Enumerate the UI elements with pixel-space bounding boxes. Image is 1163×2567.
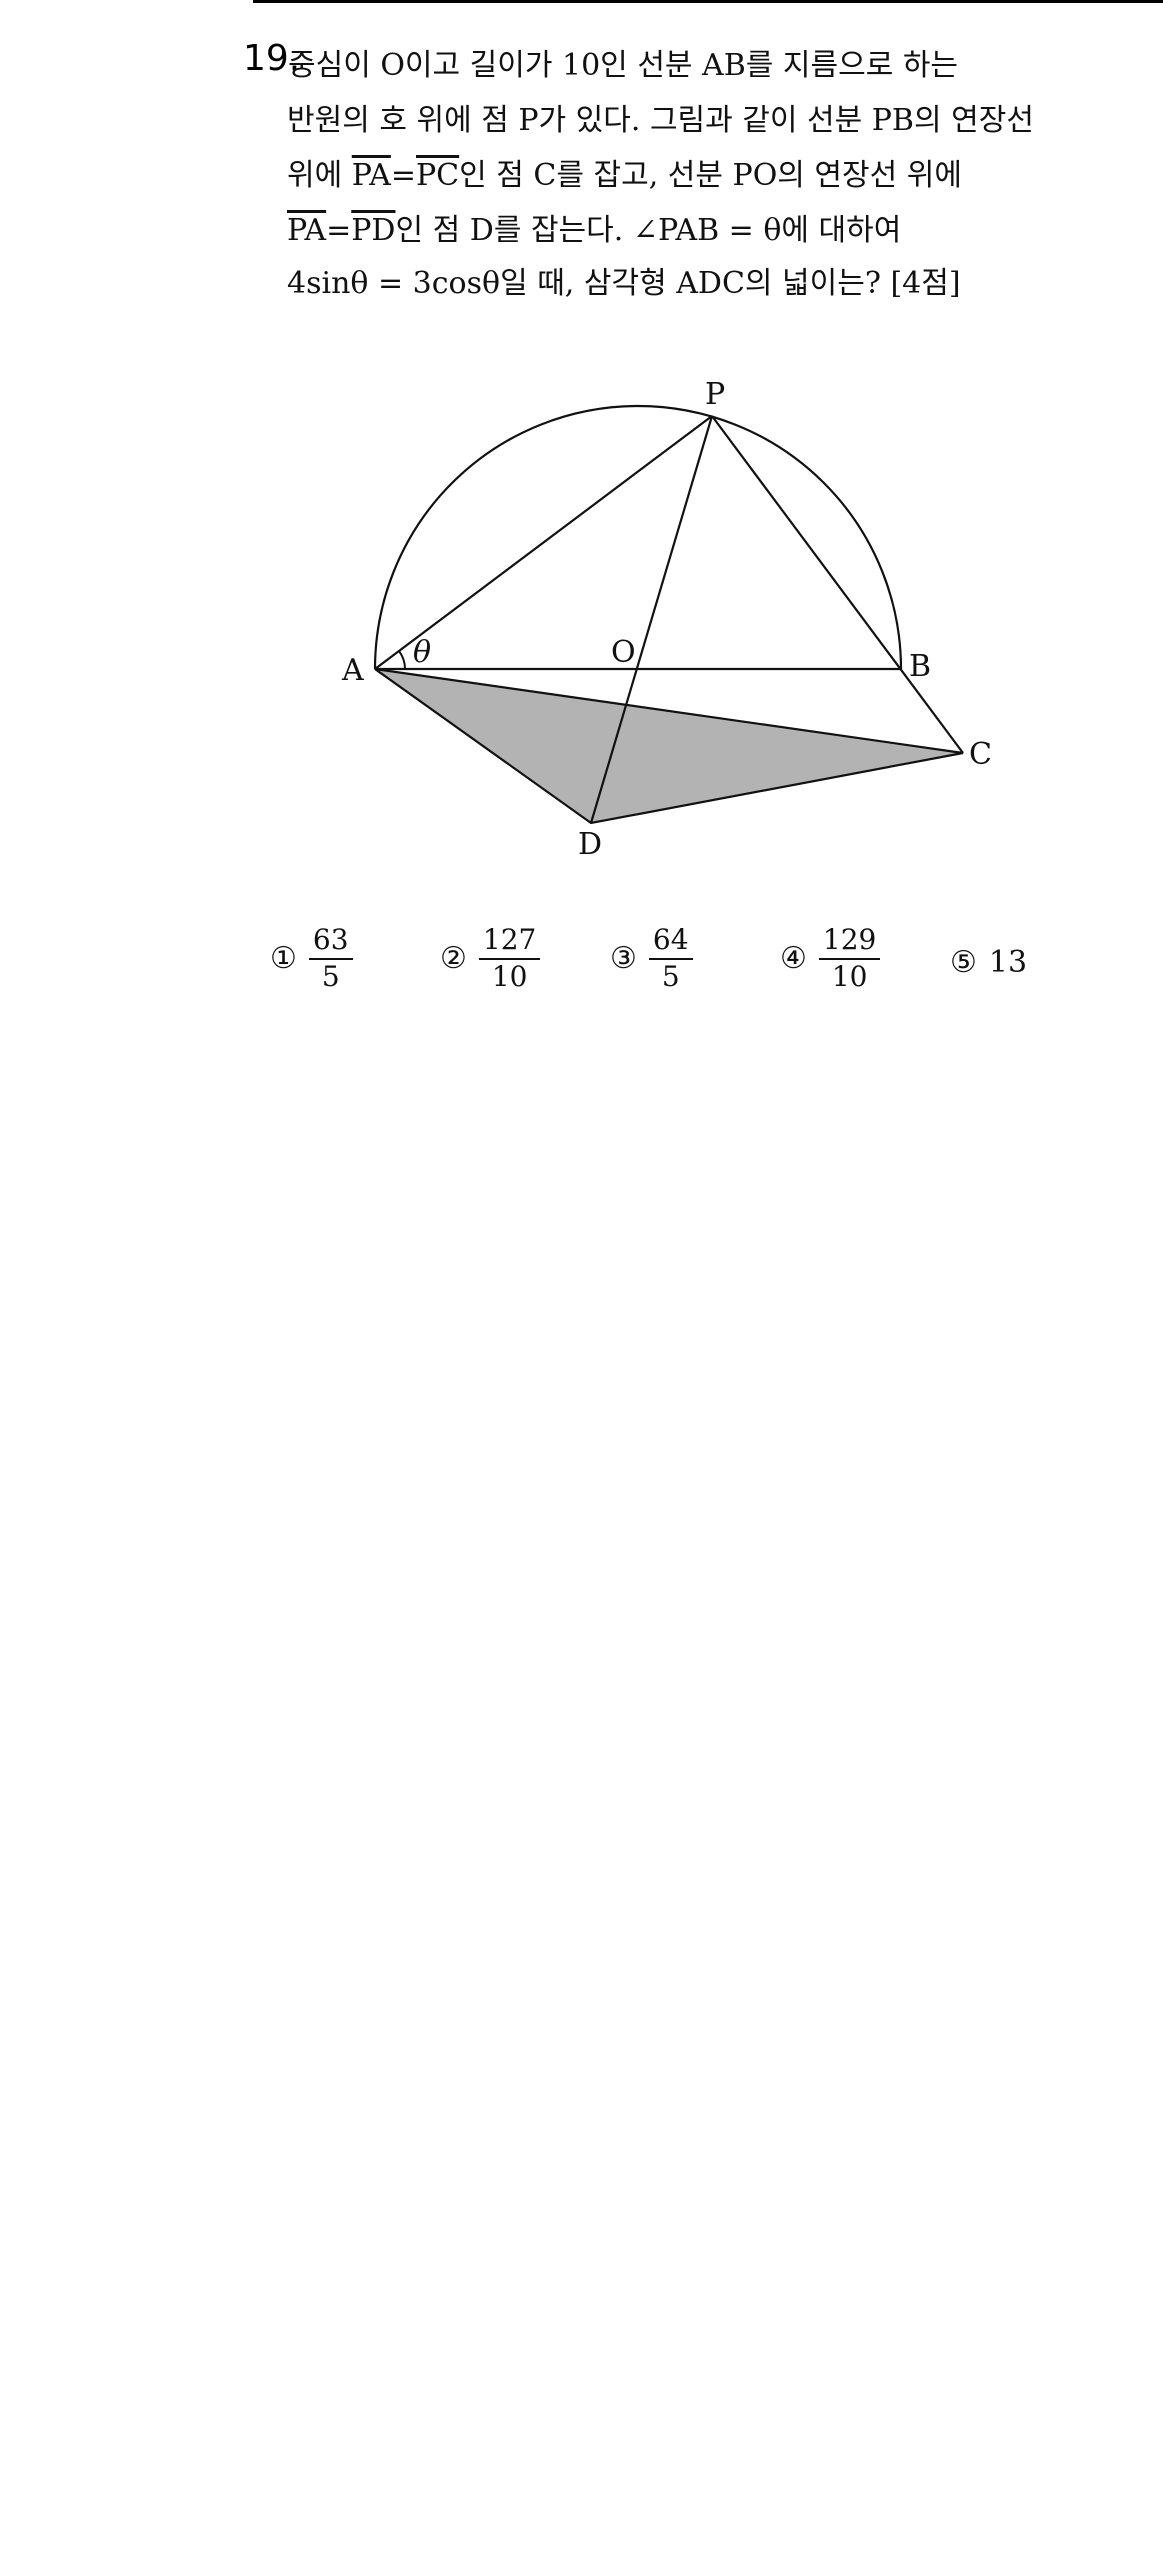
- question-line-4: PA=PD인 점 D를 잡는다. ∠PAB = θ에 대하여: [287, 205, 901, 249]
- choice-fraction: 129 10: [818, 923, 881, 993]
- numerator: 127: [482, 923, 537, 956]
- fraction-bar: [648, 957, 693, 960]
- answer-choices: ① 63 5 ② 127 10 ③ 64 5 ④ 129 10 ⑤ 13: [270, 923, 1070, 1015]
- question-line-5: 4sinθ = 3cosθ일 때, 삼각형 ADC의 넓이는? [4점]: [287, 266, 961, 301]
- label-b: B: [909, 649, 931, 684]
- question-line-2: 반원의 호 위에 점 P가 있다. 그림과 같이 선분 PB의 연장선: [287, 103, 1034, 138]
- segment-pc: PC: [416, 158, 460, 193]
- equals-sign: =: [326, 213, 352, 248]
- segment-pd: PD: [351, 213, 396, 248]
- choice-value: 13: [988, 945, 1028, 980]
- semicircle-arc: [373, 404, 903, 670]
- choice-marker: ⑤: [950, 945, 977, 980]
- choice-5[interactable]: ⑤ 13: [950, 945, 1027, 980]
- segment-pa: PA: [351, 158, 391, 193]
- top-rule: [253, 0, 1163, 3]
- line-3-prefix: 위에: [287, 158, 352, 193]
- label-d: D: [578, 827, 602, 862]
- angle-theta-arc: [398, 650, 406, 670]
- choice-fraction: 127 10: [478, 923, 541, 993]
- choice-fraction: 63 5: [308, 923, 353, 993]
- choice-marker: ③: [610, 941, 637, 977]
- denominator: 10: [831, 959, 868, 993]
- choice-marker: ①: [270, 941, 297, 977]
- label-a: A: [341, 653, 364, 688]
- choice-fraction: 64 5: [648, 923, 693, 993]
- segment-pa: PA: [287, 213, 327, 248]
- choice-marker: ②: [440, 941, 467, 977]
- fraction-bar: [818, 957, 881, 960]
- label-theta: θ: [413, 635, 431, 670]
- question-line-3: 위에 PA=PC인 점 C를 잡고, 선분 PO의 연장선 위에: [287, 150, 962, 194]
- segment-pa-line: [374, 415, 713, 670]
- label-o: O: [611, 635, 636, 670]
- denominator: 5: [321, 959, 340, 993]
- fraction-bar: [308, 957, 353, 960]
- segment-pc-line: [711, 415, 964, 754]
- line-3-suffix: 인 점 C를 잡고, 선분 PO의 연장선 위에: [459, 158, 962, 193]
- triangle-adc-shaded: [374, 667, 964, 825]
- question-number: 19.: [243, 38, 301, 79]
- choice-3[interactable]: ③ 64 5: [610, 923, 693, 993]
- numerator: 63: [312, 923, 349, 956]
- choice-marker: ④: [780, 941, 807, 977]
- question-line-1: 중심이 O이고 길이가 10인 선분 AB를 지름으로 하는: [288, 48, 959, 83]
- numerator: 129: [822, 923, 877, 956]
- denominator: 5: [661, 959, 680, 993]
- geometry-figure: P A O B C D θ: [341, 377, 992, 862]
- choice-4[interactable]: ④ 129 10: [780, 923, 881, 993]
- label-p: P: [705, 377, 725, 412]
- numerator: 64: [652, 923, 689, 956]
- fraction-bar: [478, 957, 541, 960]
- choice-1[interactable]: ① 63 5: [270, 923, 353, 993]
- choice-2[interactable]: ② 127 10: [440, 923, 541, 993]
- label-c: C: [969, 737, 992, 772]
- equals-sign: =: [390, 158, 416, 193]
- line-4-suffix: 인 점 D를 잡는다. ∠PAB = θ에 대하여: [395, 213, 902, 248]
- denominator: 10: [491, 959, 528, 993]
- segment-pd-line: [589, 415, 714, 824]
